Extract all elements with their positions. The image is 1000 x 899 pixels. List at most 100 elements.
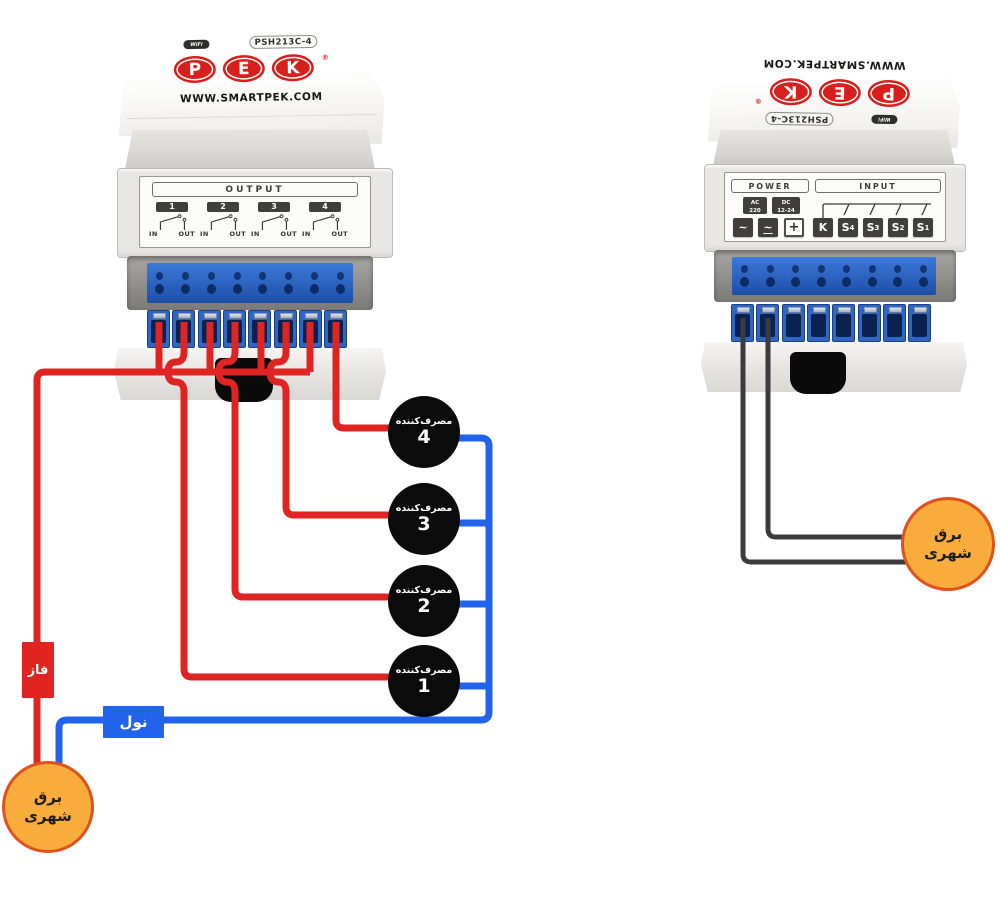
input-terminal-k: K xyxy=(813,218,833,237)
consumer-number: 4 xyxy=(417,426,431,449)
model-label: PSH213C-4 xyxy=(249,34,318,50)
wifi-logo-text: WiFi xyxy=(190,41,203,48)
logo-letter-k: K xyxy=(769,77,813,106)
terminal-in2 xyxy=(197,310,221,348)
terminal-out4 xyxy=(324,310,348,348)
terminal-in3 xyxy=(248,310,272,348)
terminal-ac-n xyxy=(756,304,780,342)
terminal-in1 xyxy=(147,310,170,348)
out-label: OUT xyxy=(229,230,246,238)
ac-neutral-terminal-mark: ~ xyxy=(758,218,778,237)
output-panel: OUTPUT 1 IN OUT 2 xyxy=(139,176,371,248)
terminal-in4 xyxy=(298,310,322,348)
wifi-logo: WiFi xyxy=(183,39,210,50)
terminal-out2 xyxy=(222,310,246,348)
in-label: IN xyxy=(302,230,311,238)
consumer-number: 3 xyxy=(417,513,431,536)
terminal-out1 xyxy=(172,310,196,348)
model-text: PSH213C-4 xyxy=(254,36,313,48)
dc-rating-badge: DC 12-24 xyxy=(772,197,800,214)
pek-logo: P E K ® xyxy=(754,77,911,108)
phase-label: فاز xyxy=(22,642,54,698)
terminal-s1 xyxy=(908,304,932,342)
consumer-label: مصرف‌کننده xyxy=(395,416,453,428)
consumer-number: 1 xyxy=(417,675,431,698)
logo-letter-e: E xyxy=(222,54,266,83)
terminal-dc-plus xyxy=(781,304,805,342)
power-input-panel: POWER INPUT AC 220 DC 12-24 ~ xyxy=(724,172,946,242)
in-label: IN xyxy=(149,230,158,238)
terminal-k xyxy=(806,304,830,342)
din-clip xyxy=(215,358,273,402)
terminal-s2 xyxy=(882,304,906,342)
input-title: INPUT xyxy=(859,181,897,191)
in-label: IN xyxy=(251,230,260,238)
registered-mark: ® xyxy=(754,96,762,105)
model-text: PSH213C-4 xyxy=(770,113,829,125)
output-title: OUTPUT xyxy=(225,184,285,195)
power-input-terminal-block xyxy=(724,304,946,344)
in-label: IN xyxy=(200,230,209,238)
consumer-1: مصرف‌کننده 1 xyxy=(388,645,460,717)
relay-symbol-icon xyxy=(210,214,238,230)
logo-letter-e: E xyxy=(818,78,862,107)
logo-letter-p: P xyxy=(173,55,217,84)
channel-number: 2 xyxy=(207,202,239,212)
output-title-box: OUTPUT xyxy=(152,182,358,197)
dc-plus-terminal-mark: + xyxy=(784,218,804,237)
output-channel-3: 3 IN OUT xyxy=(249,202,299,238)
consumer-4: مصرف‌کننده 4 xyxy=(388,396,460,468)
wire-phase-bus xyxy=(33,368,310,772)
output-channel-1: 1 IN OUT xyxy=(147,202,197,238)
channel-number: 3 xyxy=(258,202,290,212)
website-text: WWW.SMARTPEK.COM xyxy=(180,90,323,106)
input-bus-symbol-icon xyxy=(822,203,931,219)
out-label: OUT xyxy=(280,230,297,238)
front-device-lid: WiFi PSH213C-4 P E K ® WWW.SMARTPEK.COM xyxy=(118,15,385,144)
website-text: WWW.SMARTPEK.COM xyxy=(763,56,906,72)
connector-strip xyxy=(732,257,936,295)
city-power-line2: شهری xyxy=(924,544,972,562)
city-power-left: برق شهری xyxy=(2,761,94,853)
city-power-line1: برق xyxy=(933,524,963,543)
wifi-logo-text: WiFi xyxy=(878,116,891,123)
relay-symbol-icon xyxy=(261,214,289,230)
city-power-line2: شهری xyxy=(24,807,72,825)
output-channel-4: 4 IN OUT xyxy=(300,202,350,238)
din-clip xyxy=(790,352,846,394)
terminal-ac-l xyxy=(731,304,754,342)
connector-strip xyxy=(147,263,353,303)
consumer-3: مصرف‌کننده 3 xyxy=(388,483,460,555)
back-device-lid: WiFi PSH213C-4 P E K ® WWW.SMARTPEK.COM xyxy=(708,23,960,148)
consumer-number: 2 xyxy=(417,595,431,618)
logo-letter-p: P xyxy=(867,79,911,108)
logo-letter-k: K xyxy=(271,53,315,82)
terminal-out3 xyxy=(273,310,297,348)
input-title-box: INPUT xyxy=(815,179,941,193)
pek-logo: P E K ® xyxy=(173,53,329,84)
consumer-2: مصرف‌کننده 2 xyxy=(388,565,460,637)
terminal-s4 xyxy=(832,304,856,342)
channel-number: 4 xyxy=(309,202,341,212)
terminal-s3 xyxy=(857,304,881,342)
city-power-line1: برق xyxy=(33,787,63,806)
wifi-logo: WiFi xyxy=(871,114,898,125)
out-label: OUT xyxy=(331,230,348,238)
relay-symbol-icon xyxy=(312,214,340,230)
power-title: POWER xyxy=(748,181,792,191)
out-label: OUT xyxy=(178,230,195,238)
model-label: PSH213C-4 xyxy=(765,111,834,126)
relay-symbol-icon xyxy=(159,214,187,230)
ac-live-terminal-mark: ~ xyxy=(733,218,753,237)
city-power-right: برق شهری xyxy=(901,497,995,591)
front-device-neck xyxy=(124,130,376,174)
registered-mark: ® xyxy=(321,53,329,62)
back-device-neck xyxy=(712,130,956,170)
output-channel-2: 2 IN OUT xyxy=(198,202,248,238)
power-title-box: POWER xyxy=(731,179,809,193)
